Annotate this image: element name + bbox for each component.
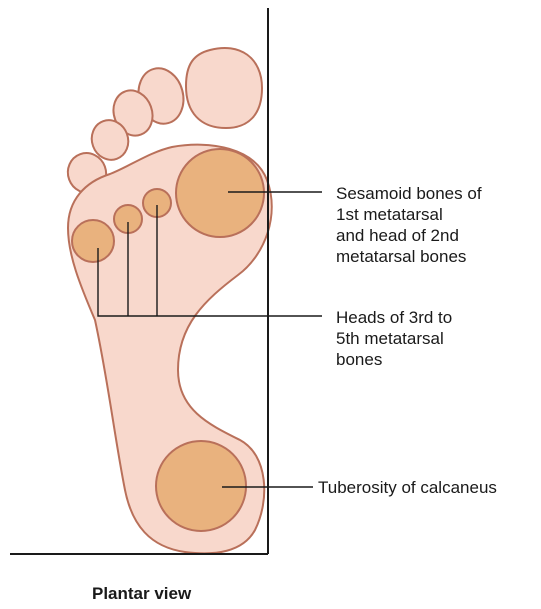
sesamoid-pad	[176, 149, 264, 237]
metatarsal-heads-label-line-3: bones	[336, 349, 452, 370]
sesamoid-label-line-3: and head of 2nd	[336, 225, 482, 246]
metatarsal-head-5	[72, 220, 114, 262]
sesamoid-label-line-2: 1st metatarsal	[336, 204, 482, 225]
calcaneus-label: Tuberosity of calcaneus	[318, 477, 497, 498]
metatarsal-heads-label-line-1: Heads of 3rd to	[336, 307, 452, 328]
metatarsal-heads-label-line-2: 5th metatarsal	[336, 328, 452, 349]
calcaneus-pad	[156, 441, 246, 531]
calcaneus-label-line-1: Tuberosity of calcaneus	[318, 477, 497, 498]
big-toe	[186, 48, 262, 128]
figure-caption: Plantar view	[92, 584, 191, 604]
metatarsal-heads-label: Heads of 3rd to 5th metatarsal bones	[336, 307, 452, 370]
sesamoid-label: Sesamoid bones of 1st metatarsal and hea…	[336, 183, 482, 267]
sesamoid-label-line-1: Sesamoid bones of	[336, 183, 482, 204]
sesamoid-label-line-4: metatarsal bones	[336, 246, 482, 267]
